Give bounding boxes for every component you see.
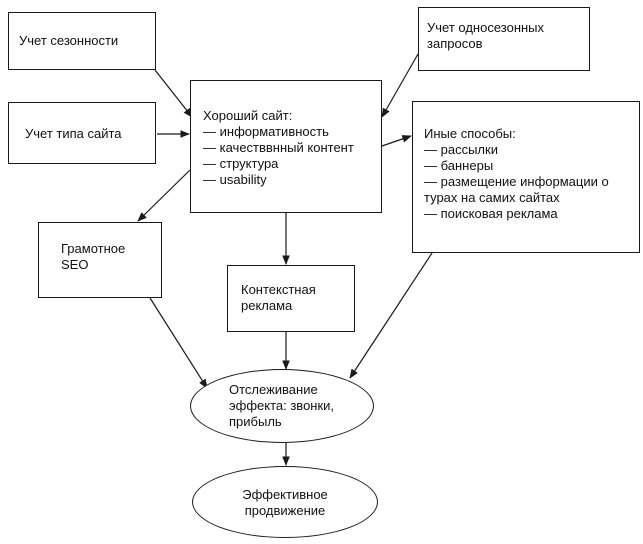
- good-site-title: Хороший сайт:: [203, 108, 293, 123]
- box-site-type: Учет типа сайта: [8, 102, 156, 164]
- box-seo-text: Грамотное SEO: [61, 241, 126, 272]
- arrow-seasonality-to-good-site: [154, 69, 193, 118]
- arrow-one-season-to-good-site: [381, 53, 419, 118]
- other-methods-item: баннеры: [424, 158, 633, 174]
- box-one-season-queries: Учет односезонных запросов: [418, 7, 590, 71]
- box-seo: Грамотное SEO: [38, 222, 162, 298]
- good-site-list: информативность качестввнный контент стр…: [203, 124, 373, 188]
- good-site-item: информативность: [203, 124, 373, 140]
- other-methods-list: рассылки баннеры размещение информации о…: [424, 142, 633, 222]
- box-seasonality: Учет сезонности: [8, 12, 156, 70]
- ellipse-tracking-text: Отслеживание эффекта: звонки, прибыль: [229, 382, 335, 429]
- good-site-item: структура: [203, 156, 373, 172]
- ellipse-promotion-text: Эффективное продвижение: [242, 487, 328, 518]
- other-methods-item: рассылки: [424, 142, 633, 158]
- arrow-good-site-to-other-methods: [381, 135, 412, 147]
- other-methods-item: размещение информации о турах на самих с…: [424, 174, 633, 206]
- ellipse-tracking: Отслеживание эффекта: звонки, прибыль: [190, 369, 374, 443]
- good-site-item: usability: [203, 172, 373, 188]
- arrow-good-site-to-seo: [137, 169, 191, 222]
- other-methods-title: Иные способы:: [424, 126, 516, 141]
- box-one-season-text: Учет односезонных запросов: [427, 20, 545, 51]
- good-site-item: качестввнный контент: [203, 140, 373, 156]
- box-other-methods: Иные способы: рассылки баннеры размещени…: [412, 101, 640, 253]
- arrow-other-methods-to-tracking: [349, 252, 433, 379]
- arrow-seo-to-tracking: [149, 297, 208, 389]
- box-site-type-text: Учет типа сайта: [25, 126, 122, 141]
- box-seasonality-text: Учет сезонности: [19, 33, 119, 48]
- other-methods-item: поисковая реклама: [424, 206, 633, 222]
- box-good-site: Хороший сайт: информативность качестввнн…: [190, 80, 382, 213]
- box-context-ads-text: Контекстная реклама: [241, 282, 316, 313]
- box-context-ads: Контекстная реклама: [227, 265, 355, 332]
- ellipse-promotion: Эффективное продвижение: [192, 466, 378, 538]
